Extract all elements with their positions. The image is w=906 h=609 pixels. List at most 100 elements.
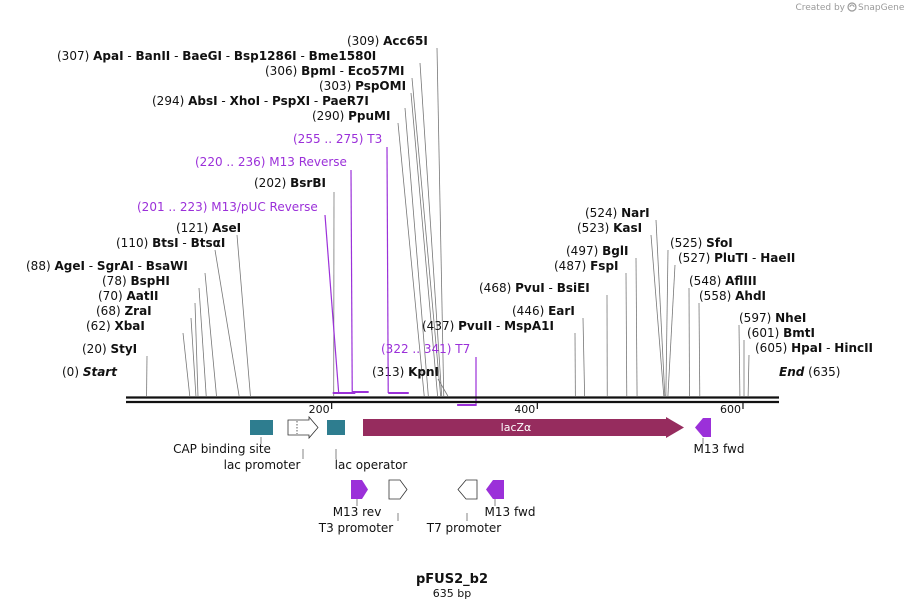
enzyme-name-haeii[interactable]: HaeII — [760, 251, 795, 265]
enzyme-name-banii[interactable]: BanII — [136, 49, 171, 63]
lac-operator-box[interactable] — [327, 420, 345, 435]
enzyme-name-fspi[interactable]: FspI — [590, 259, 618, 273]
primer-name: M13 Reverse — [269, 155, 347, 169]
site-label-sfoi: (525) SfoI — [670, 236, 733, 250]
enzyme-name-bmti[interactable]: BmtI — [783, 326, 815, 340]
enzyme-name-agei[interactable]: AgeI — [54, 259, 84, 273]
leader-line-nari — [655, 219, 666, 397]
enzyme-name-btsi[interactable]: BtsI — [152, 236, 179, 250]
enzyme-name-xhoi[interactable]: XhoI — [230, 94, 261, 108]
site-label-ahdi: (558) AhdI — [699, 289, 766, 303]
feature-leader-lines — [260, 437, 704, 521]
site-label-aatii: (70) AatII — [98, 289, 159, 303]
leader-line-bsphi — [198, 287, 207, 397]
t3-promoter-arrow[interactable] — [388, 479, 408, 500]
primer-name: T7 — [454, 342, 470, 356]
site-label-bgli: (497) BglI — [566, 244, 628, 258]
enzyme-name-bts-i[interactable]: BtsαI — [191, 236, 226, 250]
lac-promoter-arrow[interactable] — [287, 415, 319, 440]
site-position: (437) — [422, 319, 454, 333]
enzyme-name-zrai[interactable]: ZraI — [124, 304, 151, 318]
site-position: (523) — [577, 221, 609, 235]
m13-fwd-top-arrow[interactable] — [695, 418, 711, 437]
site-label-bsphi: (78) BspHI — [102, 274, 170, 288]
credit-prefix: Created by — [795, 3, 845, 13]
cap-binding-site-label: CAP binding site — [173, 442, 271, 456]
site-label-kpni: (313) KpnI — [372, 365, 439, 379]
enzyme-name-hpai[interactable]: HpaI — [791, 341, 822, 355]
site-label-pvui: (468) PvuI - BsiEI — [479, 281, 590, 295]
site-position: (294) — [152, 94, 184, 108]
enzyme-name-bsiei[interactable]: BsiEI — [557, 281, 590, 295]
enzyme-name-pspomi[interactable]: PspOMI — [355, 79, 406, 93]
site-label-absi: (294) AbsI - XhoI - PspXI - PaeR7I — [152, 94, 369, 108]
enzyme-name-bsrbi[interactable]: BsrBI — [290, 176, 326, 190]
site-position: (527) — [678, 251, 710, 265]
enzyme-name-sfoi[interactable]: SfoI — [706, 236, 733, 250]
credit: Created by SnapGene — [795, 2, 905, 13]
enzyme-name-apai[interactable]: ApaI — [93, 49, 123, 63]
site-position: (110) — [116, 236, 148, 250]
map-length: 635 bp — [433, 587, 471, 600]
m13-fwd-top-label: M13 fwd — [694, 442, 745, 456]
enzyme-name-ppumi[interactable]: PpuMI — [348, 109, 390, 123]
enzyme-name-pvui[interactable]: PvuI — [515, 281, 545, 295]
enzyme-name-afliii[interactable]: AflIII — [725, 274, 757, 288]
enzyme-name-bgli[interactable]: BglI — [602, 244, 628, 258]
leader-line-xbai — [182, 332, 191, 397]
enzyme-name-bsphi[interactable]: BspHI — [130, 274, 169, 288]
leader-line-bgli — [635, 257, 638, 397]
enzyme-name-pspxi[interactable]: PspXI — [272, 94, 310, 108]
primer-range: (201 .. 223) — [137, 200, 207, 214]
enzyme-name-end[interactable]: End — [779, 365, 805, 379]
site-position: (307) — [57, 49, 89, 63]
primer-range: (220 .. 236) — [195, 155, 265, 169]
site-label-nari: (524) NarI — [585, 206, 650, 220]
enzyme-name-pluti[interactable]: PluTI — [714, 251, 748, 265]
primer-t7[interactable]: (322 .. 341) T7 — [381, 342, 477, 406]
enzyme-name-baegi[interactable]: BaeGI — [182, 49, 222, 63]
enzyme-name-mspa1i[interactable]: MspA1I — [504, 319, 554, 333]
enzyme-name-hincii[interactable]: HincII — [834, 341, 873, 355]
enzyme-name-acc65i[interactable]: Acc65I — [383, 34, 428, 48]
primer-t3[interactable]: (255 .. 275) T3 — [293, 132, 409, 394]
enzyme-name-kasi[interactable]: KasI — [613, 221, 642, 235]
leader-line-agei — [204, 272, 217, 397]
primer-leader — [324, 214, 340, 394]
enzyme-name-ahdi[interactable]: AhdI — [735, 289, 766, 303]
enzyme-name-nhei[interactable]: NheI — [775, 311, 806, 325]
enzyme-name-bsawi[interactable]: BsaWI — [146, 259, 188, 273]
enzyme-name-nari[interactable]: NarI — [621, 206, 650, 220]
t3-promoter-label: T3 promoter — [318, 521, 394, 535]
enzyme-name-pvuii[interactable]: PvuII — [458, 319, 492, 333]
enzyme-name-paer7i[interactable]: PaeR7I — [322, 94, 369, 108]
snapgene-logo-icon — [847, 2, 857, 12]
site-label-afliii: (548) AflIII — [689, 274, 757, 288]
primer-m13-puc-reverse[interactable]: (201 .. 223) M13/pUC Reverse — [137, 200, 356, 394]
m13-fwd-bottom-arrow[interactable] — [486, 480, 504, 499]
enzyme-name-absi[interactable]: AbsI — [188, 94, 217, 108]
site-label-ppumi: (290) PpuMI — [312, 109, 390, 123]
primer-m13-reverse[interactable]: (220 .. 236) M13 Reverse — [195, 155, 369, 393]
enzyme-name-styi[interactable]: StyI — [110, 342, 137, 356]
site-position: (0) — [62, 365, 79, 379]
lacz-alpha-arrow[interactable] — [363, 417, 684, 438]
cap-binding-site-box[interactable] — [250, 420, 273, 435]
t7-promoter-arrow[interactable] — [457, 479, 478, 500]
enzyme-name-bsp1286i[interactable]: Bsp1286I — [234, 49, 297, 63]
enzyme-name-xbai[interactable]: XbaI — [114, 319, 144, 333]
enzyme-name-bpmi[interactable]: BpmI — [301, 64, 336, 78]
site-position: (548) — [689, 274, 721, 288]
enzyme-name-eari[interactable]: EarI — [548, 304, 575, 318]
enzyme-name-bme1580i[interactable]: Bme1580I — [309, 49, 377, 63]
site-position: (309) — [347, 34, 379, 48]
enzyme-name-start[interactable]: Start — [83, 365, 118, 379]
enzyme-name-eco57mi[interactable]: Eco57MI — [348, 64, 405, 78]
leader-line-ppumi — [397, 122, 425, 397]
m13-rev-arrow[interactable] — [351, 480, 368, 499]
enzyme-name-asei[interactable]: AseI — [212, 221, 241, 235]
site-label-apai: (307) ApaI - BanII - BaeGI - Bsp1286I - … — [57, 49, 376, 63]
enzyme-name-sgrai[interactable]: SgrAI — [97, 259, 134, 273]
enzyme-name-kpni[interactable]: KpnI — [408, 365, 439, 379]
enzyme-name-aatii[interactable]: AatII — [126, 289, 158, 303]
